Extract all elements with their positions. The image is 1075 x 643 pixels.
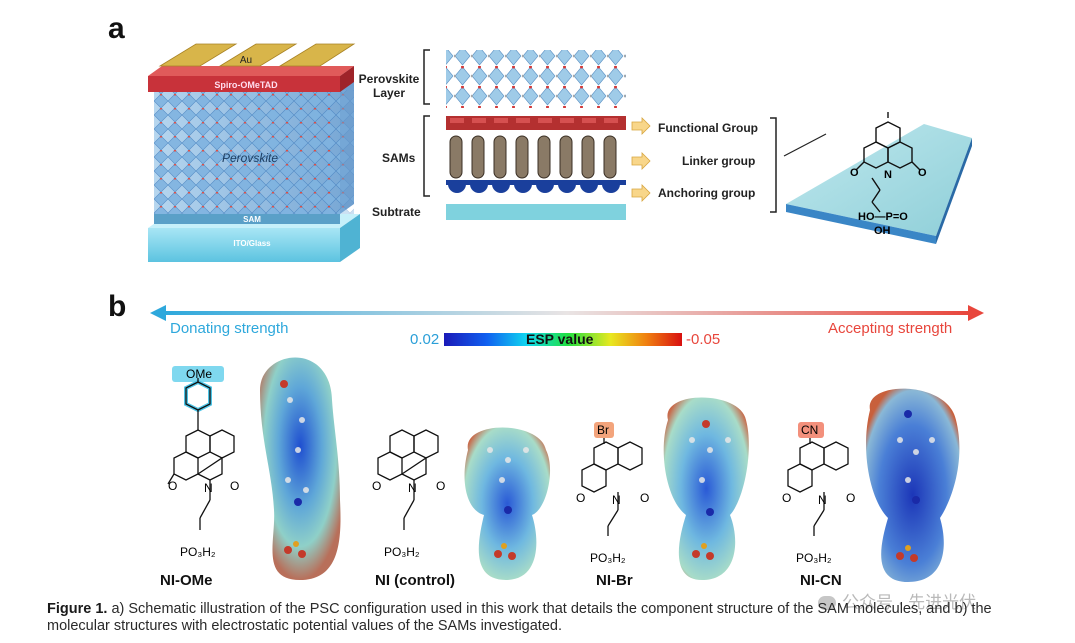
chem-control-n: N xyxy=(408,481,417,495)
sam-on-substrate-illustration: O O N HO—P=O OH xyxy=(783,112,972,244)
molecule-name-ni-br: NI-Br xyxy=(596,572,633,589)
molecule-name-ni-ome: NI-OMe xyxy=(160,572,213,589)
label-functional-group: Functional Group xyxy=(658,121,758,135)
stack-label-perovskite: Perovskite xyxy=(222,151,278,165)
label-anchoring-group: Anchoring group xyxy=(658,186,756,200)
esp-colorbar xyxy=(444,333,682,346)
chem-control-o-left: O xyxy=(372,479,381,493)
chem-o-left: O xyxy=(850,167,859,179)
chem-ome-o-left: O xyxy=(168,479,177,493)
chem-br-o-right: O xyxy=(640,491,649,505)
chem-ho-p: HO—P=O xyxy=(858,211,908,223)
chem-n: N xyxy=(884,169,892,181)
panel-a-label: a xyxy=(108,12,125,45)
molecule-structures: OMe Br CN O N O PO₃H₂ O N O PO₃H₂ O N O … xyxy=(167,366,855,565)
molecule-name-ni-cn: NI-CN xyxy=(800,572,842,589)
label-linker-group: Linker group xyxy=(682,154,756,168)
donating-strength-label: Donating strength xyxy=(170,320,289,337)
strength-gradient-arrow xyxy=(150,305,984,321)
chem-o-right: O xyxy=(918,167,927,179)
esp-min-value: 0.02 xyxy=(410,331,440,348)
esp-max-value: -0.05 xyxy=(686,331,721,348)
device-stack-illustration: Au Spiro-OMeTAD Perovskite SAM ITO/Glass xyxy=(148,43,360,262)
chem-br-n: N xyxy=(612,493,621,507)
label-sams: SAMs xyxy=(382,151,416,165)
stack-label-spiro: Spiro-OMeTAD xyxy=(214,80,278,90)
accepting-strength-label: Accepting strength xyxy=(828,320,953,337)
substituent-ome: OMe xyxy=(186,367,212,381)
label-substrate: Subtrate xyxy=(372,205,421,219)
caption-text: a) Schematic illustration of the PSC con… xyxy=(47,601,992,634)
label-perovskite-layer: Perovskite Layer xyxy=(358,72,420,100)
stack-label-ito: ITO/Glass xyxy=(233,239,271,248)
substituent-cn: CN xyxy=(801,423,818,437)
chem-oh: OH xyxy=(874,225,891,237)
watermark: 公众号 · 先进光伏 xyxy=(818,588,976,613)
figure-caption: Figure 1. a) Schematic illustration of t… xyxy=(47,601,1057,635)
chem-cn-o-right: O xyxy=(846,491,855,505)
chem-br-po3h2: PO₃H₂ xyxy=(590,551,626,565)
figure-label: Figure 1. xyxy=(47,601,108,617)
chem-control-po3h2: PO₃H₂ xyxy=(384,545,420,559)
molecule-name-ni-control: NI (control) xyxy=(375,572,455,589)
chem-ome-o-right: O xyxy=(230,479,239,493)
panel-b-label: b xyxy=(108,290,127,323)
esp-title: ESP value xyxy=(526,331,594,347)
chem-ome-po3h2: PO₃H₂ xyxy=(180,545,216,559)
stack-label-au: Au xyxy=(240,55,252,66)
sam-layer-diagram xyxy=(423,49,777,220)
stack-label-sam: SAM xyxy=(243,215,261,224)
chem-cn-po3h2: PO₃H₂ xyxy=(796,551,832,565)
chem-cn-n: N xyxy=(818,493,827,507)
esp-surface-maps xyxy=(260,357,960,582)
chem-control-o-right: O xyxy=(436,479,445,493)
substituent-br: Br xyxy=(597,423,609,437)
chem-cn-o-left: O xyxy=(782,491,791,505)
wechat-icon xyxy=(818,596,836,610)
watermark-text: 公众号 · 先进光伏 xyxy=(842,593,977,612)
chem-ome-n: N xyxy=(204,481,213,495)
chem-br-o-left: O xyxy=(576,491,585,505)
